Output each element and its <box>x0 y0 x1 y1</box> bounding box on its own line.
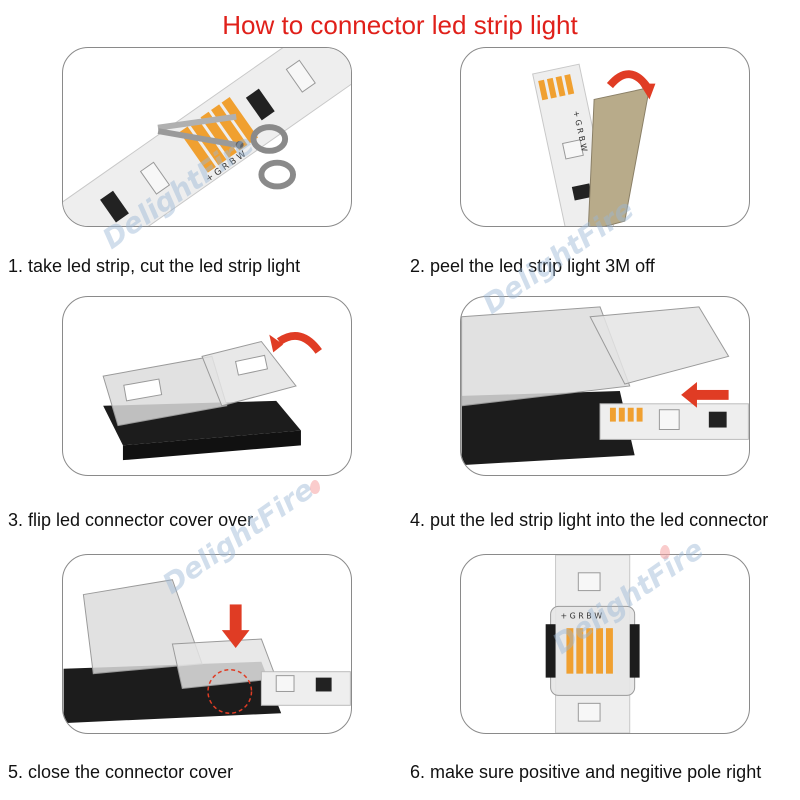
step-3-image <box>62 296 352 476</box>
close-connector-illustration <box>63 555 351 733</box>
step-2-image: + G R B W <box>460 47 750 227</box>
flame-logo-icon <box>660 545 670 559</box>
step-6-image: + G R B W <box>460 554 750 734</box>
step-1-caption: 1. take led strip, cut the led strip lig… <box>8 256 300 277</box>
cut-strip-illustration: + G R B W <box>63 48 351 226</box>
step-5-caption: 5. close the connector cover <box>8 762 233 783</box>
step-1-image: + G R B W <box>62 47 352 227</box>
step-4-image <box>460 296 750 476</box>
pole-check-illustration: + G R B W <box>461 555 749 733</box>
step-4-caption: 4. put the led strip light into the led … <box>410 510 768 531</box>
curved-arrow-icon <box>279 336 319 351</box>
step-6-caption: 6. make sure positive and negitive pole … <box>410 762 761 783</box>
flame-logo-icon <box>310 480 320 494</box>
peel-strip-illustration: + G R B W <box>461 48 749 226</box>
step-3-caption: 3. flip led connector cover over <box>8 510 253 531</box>
open-connector-illustration <box>63 297 351 475</box>
page-title: How to connector led strip light <box>0 10 800 41</box>
insert-strip-illustration <box>461 297 749 475</box>
step-5-image <box>62 554 352 734</box>
